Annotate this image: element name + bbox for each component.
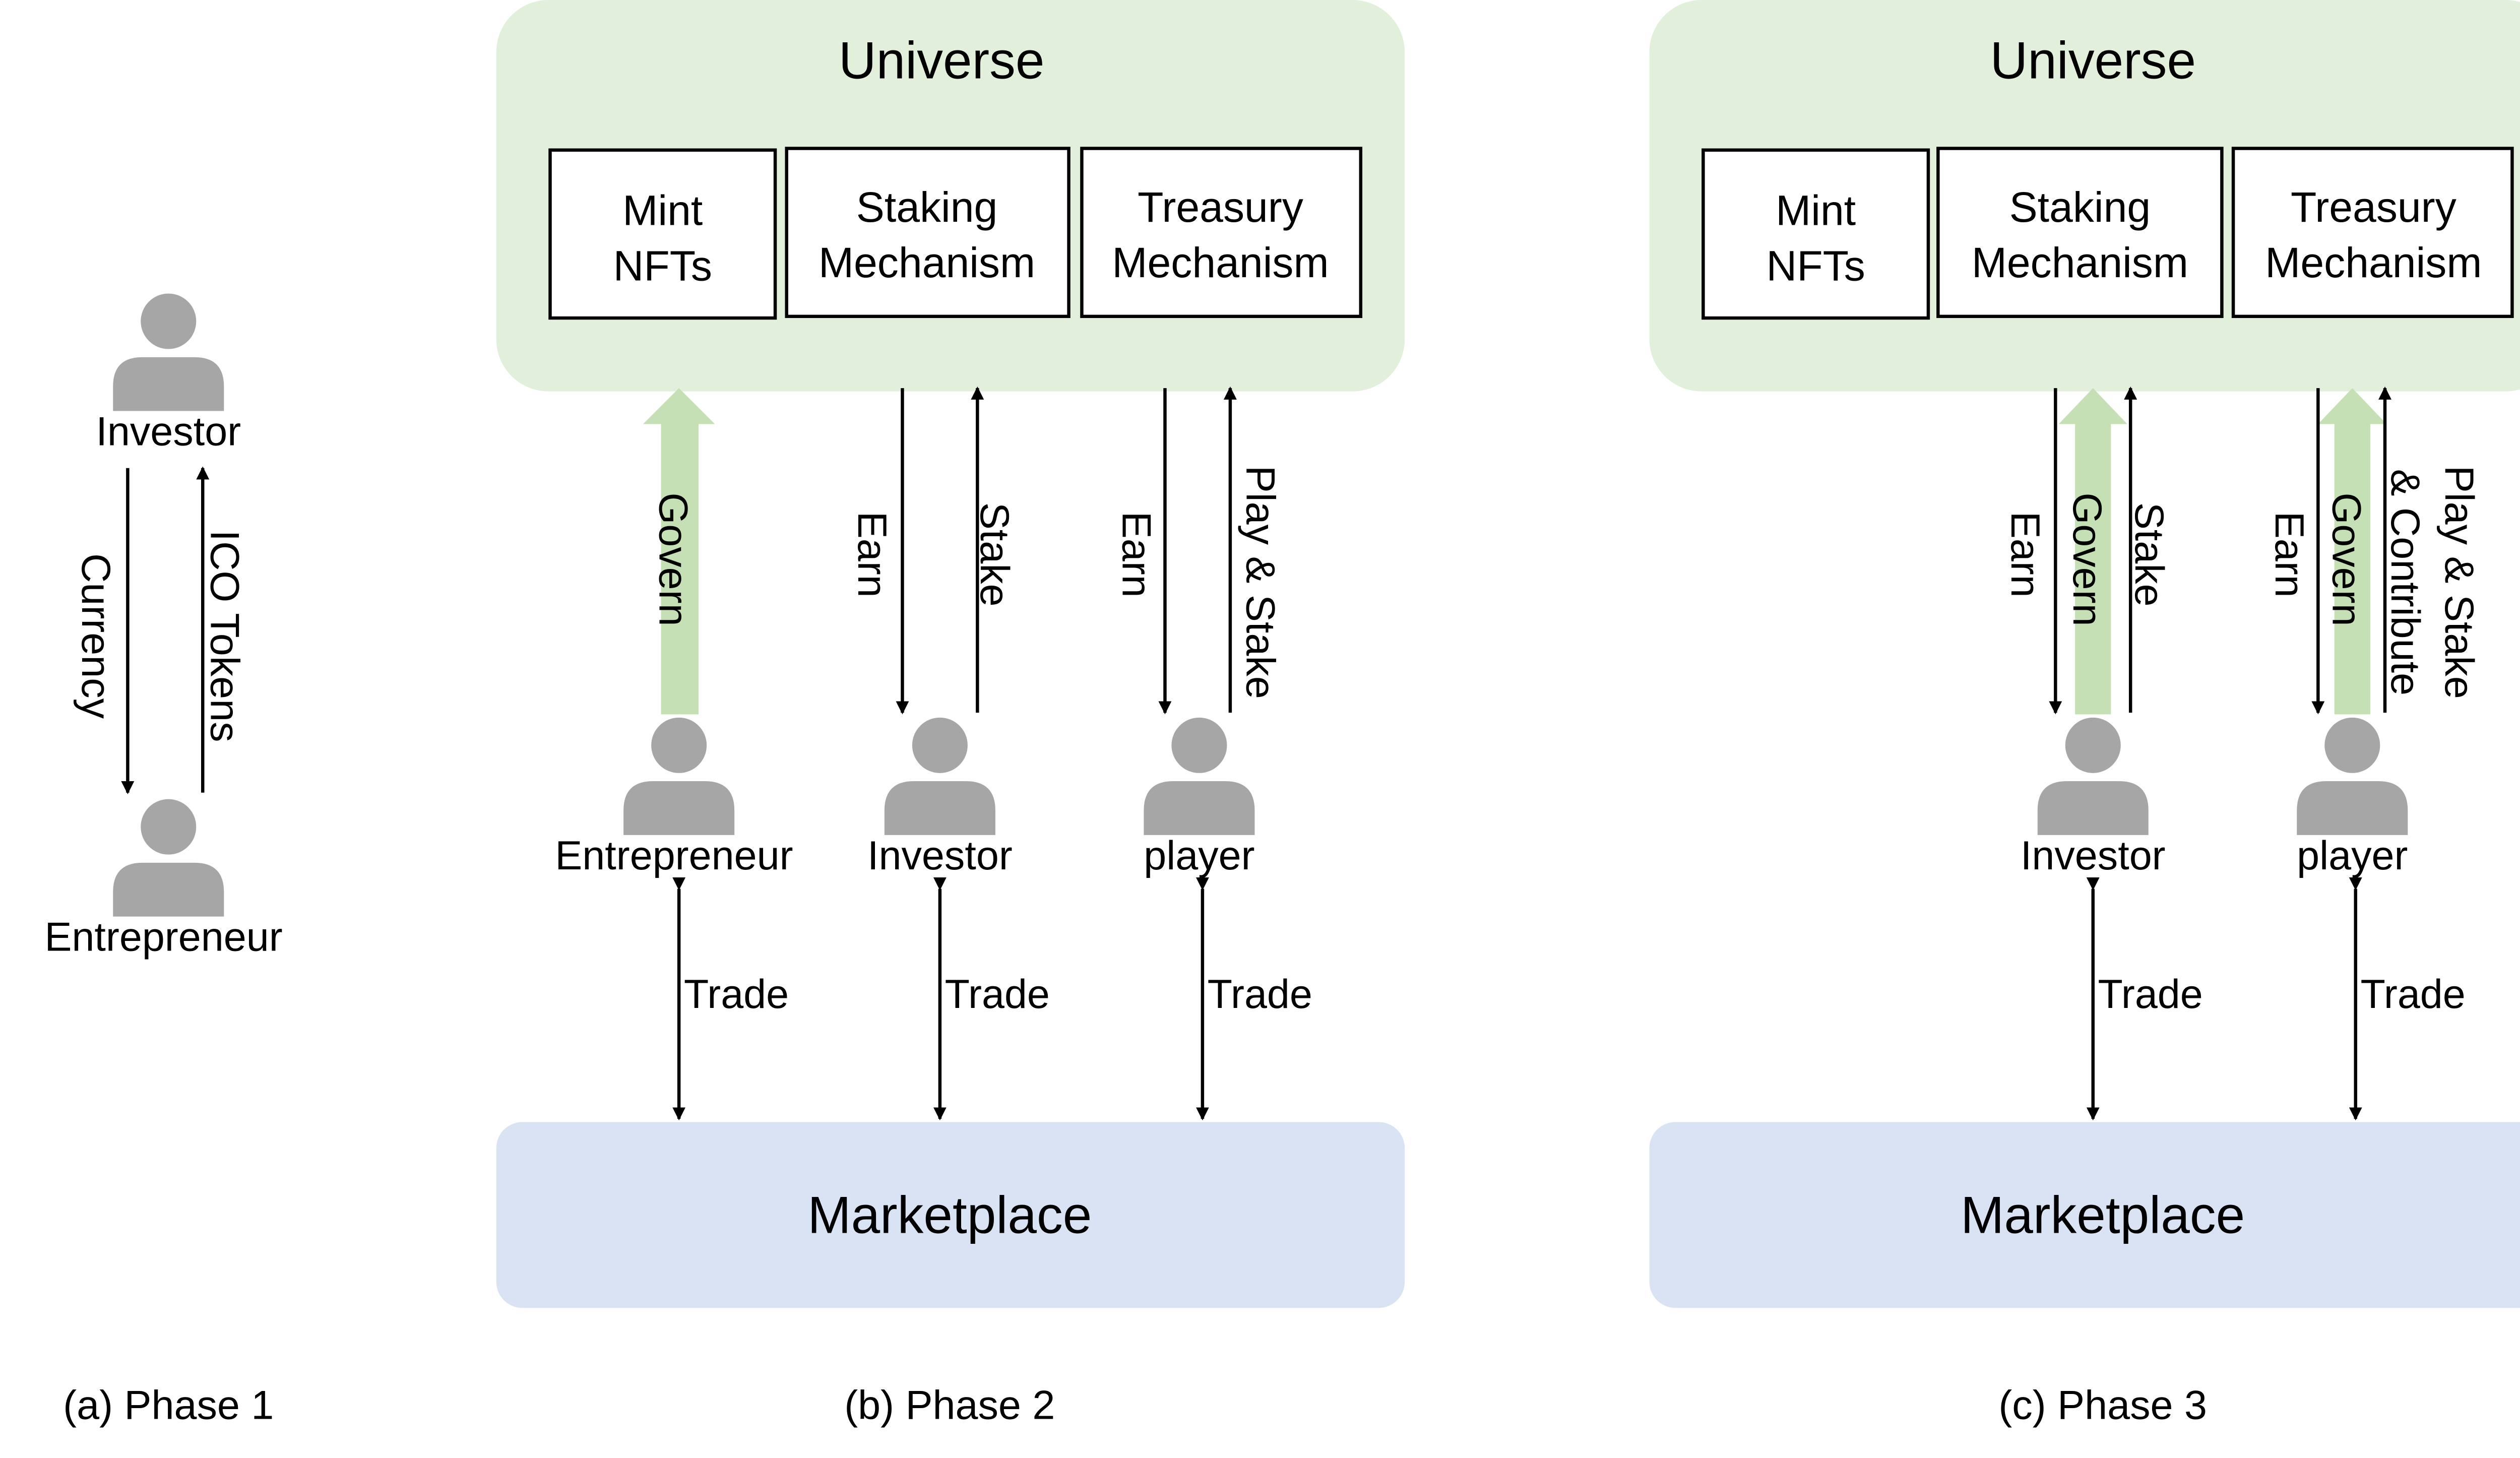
govern-label: Govern xyxy=(650,492,696,626)
phase1-caption: (a) Phase 1 xyxy=(63,1382,274,1428)
marketplace-label: Marketplace xyxy=(1961,1185,2245,1244)
govern-arrow xyxy=(643,388,715,715)
investor-label: Investor xyxy=(867,833,1013,878)
staking-line1: Staking xyxy=(856,183,998,231)
entrepreneur-label: Entrepreneur xyxy=(555,833,793,878)
entrepreneur-person-icon xyxy=(623,717,735,835)
ico-tokens-label: ICO Tokens xyxy=(202,530,247,742)
treasury-line1: Treasury xyxy=(1138,183,1303,231)
treasury-line1: Treasury xyxy=(2291,183,2456,231)
govern-arrow-player xyxy=(2318,388,2387,715)
earn-label-player: Earn xyxy=(2266,512,2312,598)
phase3: Universe Mint NFTs Staking Mechanism Tre… xyxy=(1649,0,2520,1428)
player-label: player xyxy=(2297,833,2408,878)
trade-label-2: Trade xyxy=(2360,972,2465,1017)
play-stake-line2: & Contribute xyxy=(2382,469,2428,695)
marketplace-label: Marketplace xyxy=(807,1185,1092,1244)
player-person-icon xyxy=(2297,717,2408,835)
stake-label: Stake xyxy=(2126,502,2172,607)
mint-line2: NFTs xyxy=(1767,242,1865,290)
trade-label-1: Trade xyxy=(2098,972,2202,1017)
earn-label-player: Earn xyxy=(1113,512,1159,598)
mint-nfts-box xyxy=(548,148,777,320)
investor-person-icon xyxy=(113,293,224,411)
trade-label-3: Trade xyxy=(1208,972,1312,1017)
universe-title: Universe xyxy=(1990,31,2196,89)
play-stake-label: Play & Stake xyxy=(1237,466,1283,699)
investor-person-icon xyxy=(884,717,995,835)
phase1: Investor Currency ICO Tokens Entrepreneu… xyxy=(44,293,283,1428)
phase3-caption: (c) Phase 3 xyxy=(1998,1382,2207,1428)
investor-person-icon xyxy=(2037,717,2149,835)
universe-title: Universe xyxy=(839,31,1045,89)
phase2-caption: (b) Phase 2 xyxy=(844,1382,1055,1428)
marketplace-panel xyxy=(1649,1122,2520,1308)
mint-nfts-box xyxy=(1702,148,1930,320)
govern-arrow-investor xyxy=(2058,388,2127,715)
govern-label-player: Govern xyxy=(2323,492,2369,626)
play-stake-line1: Play & Stake xyxy=(2436,466,2482,699)
earn-label-investor: Earn xyxy=(849,512,895,598)
treasury-box xyxy=(1080,147,1363,319)
phase1-investor-label: Investor xyxy=(96,409,241,454)
investor-label: Investor xyxy=(2021,833,2166,878)
currency-label: Currency xyxy=(73,553,118,719)
trade-label-1: Trade xyxy=(684,972,789,1017)
mint-line1: Mint xyxy=(1776,187,1856,234)
staking-box xyxy=(1936,147,2224,319)
phase1-entrepreneur-label: Entrepreneur xyxy=(44,915,282,960)
staking-line2: Mechanism xyxy=(818,239,1035,286)
stake-label: Stake xyxy=(972,502,1017,607)
player-label: player xyxy=(1144,833,1254,878)
entrepreneur-person-icon xyxy=(113,799,224,917)
govern-label-investor: Govern xyxy=(2064,492,2110,626)
staking-box xyxy=(785,147,1070,319)
treasury-line2: Mechanism xyxy=(2265,239,2482,286)
treasury-line2: Mechanism xyxy=(1112,239,1329,286)
earn-label-investor: Earn xyxy=(2002,512,2048,598)
treasury-box xyxy=(2231,147,2514,319)
mint-line1: Mint xyxy=(622,187,703,234)
marketplace-panel xyxy=(496,1122,1405,1308)
player-person-icon xyxy=(1144,717,1255,835)
mint-line2: NFTs xyxy=(613,242,712,290)
staking-line2: Mechanism xyxy=(1972,239,2188,286)
staking-line1: Staking xyxy=(2009,183,2151,231)
phase2: Universe Mint NFTs Staking Mechanism Tre… xyxy=(496,0,1405,1428)
trade-label-2: Trade xyxy=(945,972,1050,1017)
